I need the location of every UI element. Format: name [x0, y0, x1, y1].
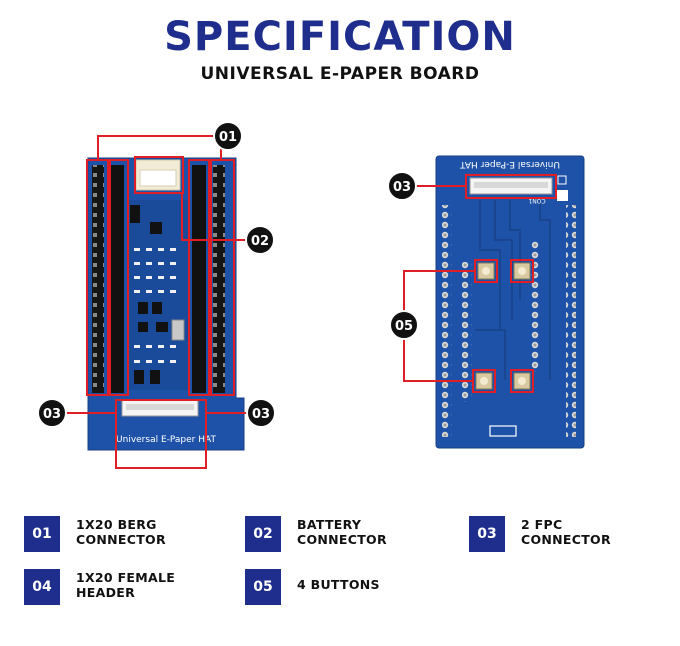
connector-label: CON1 [528, 197, 545, 204]
callout-bubble-03-right: 03 [246, 398, 276, 428]
back-left-holes [442, 205, 452, 437]
back-right-holes [566, 205, 576, 437]
callout-bubble-03-back: 03 [387, 171, 417, 201]
legend-badge-05: 05 [245, 569, 281, 605]
callout-label-02: 02 [251, 234, 269, 249]
callout-bubble-02: 02 [245, 225, 275, 255]
legend-badge-04: 04 [24, 569, 60, 605]
callout-label-03-right: 03 [252, 407, 270, 422]
legend-badge-03: 03 [469, 516, 505, 552]
legend-text-05: 4 BUTTONS [297, 577, 380, 592]
callout-label-01: 01 [219, 130, 237, 145]
callout-bubble-05: 05 [389, 310, 419, 340]
legend-text-02: BATTERY CONNECTOR [297, 517, 387, 547]
smd-components [134, 248, 176, 363]
legend-text-03: 2 FPC CONNECTOR [521, 517, 611, 547]
callout-box-02 [134, 156, 184, 194]
back-board: Universal E-Paper HAT CON1 [435, 155, 585, 449]
page-title: SPECIFICATION [164, 14, 516, 60]
page-subtitle: UNIVERSAL E-PAPER BOARD [200, 64, 480, 84]
front-board-label: Universal E-Paper HAT [116, 435, 216, 445]
push-buttons [475, 262, 531, 390]
callout-label-05: 05 [395, 319, 413, 334]
ic-chips [130, 205, 168, 384]
back-inner-holes-left [462, 262, 472, 402]
callout-box-01-right [210, 159, 235, 396]
callout-box-04-left [107, 159, 129, 396]
callout-label-03-left: 03 [43, 407, 61, 422]
callout-bubble-01: 01 [213, 121, 243, 151]
legend-badge-01: 01 [24, 516, 60, 552]
callout-box-03-front [115, 399, 207, 469]
callout-box-04-right [188, 159, 210, 396]
front-left-header [92, 165, 104, 393]
front-board: Universal E-Paper HAT [87, 157, 245, 451]
callout-label-03-back: 03 [393, 180, 411, 195]
front-female-header-right [192, 165, 206, 393]
callout-box-05-b [510, 259, 534, 283]
legend-text-01: 1X20 BERG CONNECTOR [76, 517, 166, 547]
front-female-header-left [110, 165, 124, 393]
legend-badge-02: 02 [245, 516, 281, 552]
front-right-header [213, 165, 225, 393]
callout-bubble-03-left: 03 [37, 398, 67, 428]
legend-text-04: 1X20 FEMALE HEADER [76, 570, 176, 600]
callout-box-05-d [510, 369, 534, 393]
back-inner-holes [530, 240, 540, 372]
back-board-label: Universal E-Paper HAT [460, 159, 560, 169]
